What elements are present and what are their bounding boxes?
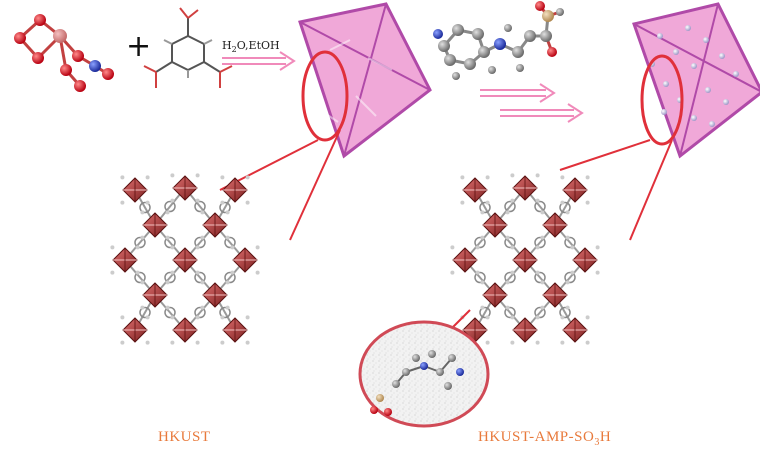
zoom-line-2a	[559, 139, 651, 171]
amp-molecule	[433, 1, 564, 80]
caption-hkust: HKUST	[158, 429, 211, 445]
octahedron-hkust-amp	[632, 2, 760, 159]
zoom-line-1b	[289, 129, 341, 241]
condition-rest: O,EtOH	[236, 39, 280, 52]
highlight-ellipse-2	[640, 54, 684, 146]
caption-right-main: HKUST-AMP-SO	[478, 429, 595, 445]
octahedron-hkust	[298, 2, 432, 159]
highlight-ellipse-1	[301, 50, 349, 142]
caption-right-tail: H	[599, 429, 612, 445]
reaction-arrow-1	[222, 51, 296, 71]
amp-loading-dots	[649, 25, 739, 127]
plus-sign: +	[126, 29, 152, 64]
condition-sub: 2	[231, 45, 237, 55]
copper-paddlewheel-molecule	[14, 14, 114, 92]
caption-right-sub: 3	[594, 437, 600, 448]
hkust-amp-framework	[450, 173, 600, 345]
reaction-condition: H2O,EtOH	[222, 39, 280, 54]
reaction-arrow-2	[480, 83, 584, 123]
trimesic-acid-molecule	[143, 7, 233, 88]
condition-h: H	[222, 39, 232, 52]
caption-hkust-amp-so3h: HKUST-AMP-SO3H	[478, 429, 611, 448]
hkust-framework	[110, 173, 260, 345]
zoom-line-2b	[629, 139, 673, 241]
pore-zoom-bubble	[358, 309, 490, 428]
